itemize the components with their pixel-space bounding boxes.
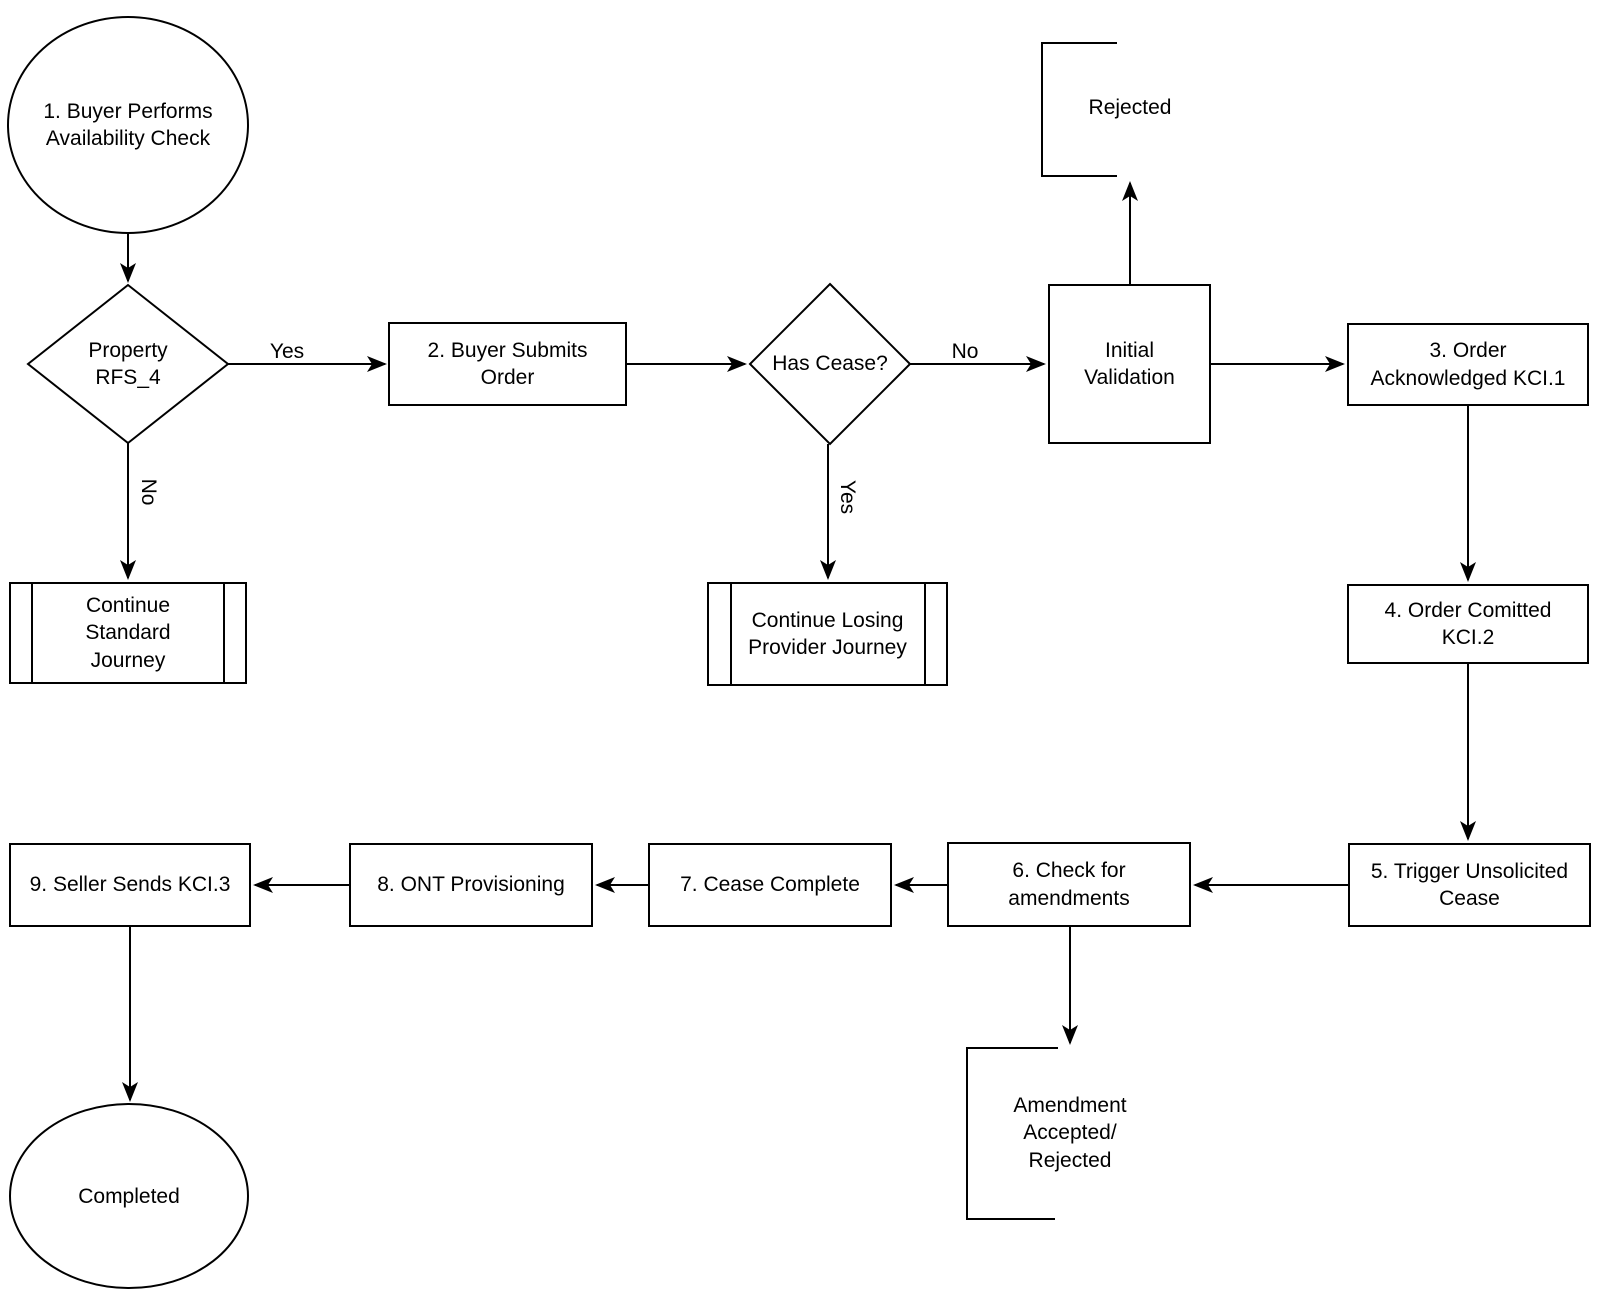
edge-label-has-cease-no: No (951, 340, 979, 364)
node-trigger-unsolicited-cease-label: 5. Trigger Unsolicited Cease (1370, 859, 1569, 910)
node-order-acknowledged-label: 3. Order Acknowledged KCI.1 (1370, 339, 1566, 390)
node-start-shape (7, 16, 249, 234)
node-start-label: 1. Buyer Performs Availability Check (43, 99, 213, 150)
edge-label-property-yes: Yes (269, 340, 305, 364)
edge-label-has-cease-yes: Yes (835, 479, 859, 515)
node-initial-validation-label: Initial Validation (1084, 338, 1175, 389)
node-seller-sends-kci3-label: 9. Seller Sends KCI.3 (29, 873, 231, 897)
node-trigger-unsolicited-cease-shape (1348, 843, 1591, 927)
node-check-for-amendments-label: 6. Check for amendments (1008, 859, 1130, 910)
node-completed-shape (9, 1103, 249, 1289)
node-seller-sends-kci3-shape (9, 843, 251, 927)
edge-label-property-no: No (136, 478, 160, 506)
node-amendment-result-label: Amendment Accepted/ Rejected (1013, 1094, 1127, 1172)
node-check-for-amendments-shape (947, 842, 1191, 927)
node-completed-label: Completed (78, 1184, 180, 1208)
node-initial-validation-shape (1048, 284, 1211, 444)
node-continue-losing-provider-label: Continue Losing Provider Journey (748, 608, 907, 659)
node-continue-standard-journey-label: Continue Standard Journey (85, 594, 171, 672)
node-buyer-submits-order-shape (388, 322, 627, 406)
node-ont-provisioning-label: 8. ONT Provisioning (377, 873, 565, 897)
node-rejected-label: Rejected (1088, 96, 1172, 120)
node-amendment-bracket-shape (966, 1047, 1058, 1220)
node-property-rfs4-shape (26, 283, 230, 445)
node-cease-complete-label: 7. Cease Complete (680, 873, 860, 897)
node-rejected-bracket-shape (1041, 42, 1117, 177)
node-buyer-submits-order-label: 2. Buyer Submits Order (427, 338, 588, 389)
node-has-cease-label: Has Cease? (772, 352, 888, 376)
node-cease-complete-shape (648, 843, 892, 927)
node-continue-losing-provider-shape (707, 582, 948, 686)
node-order-comitted-label: 4. Order Comitted KCI.2 (1384, 598, 1552, 649)
node-ont-provisioning-shape (349, 843, 593, 927)
node-continue-standard-journey-shape (9, 582, 247, 684)
node-order-comitted-shape (1347, 584, 1589, 664)
node-order-acknowledged-shape (1347, 323, 1589, 406)
node-property-rfs4-label: Property RFS_4 (88, 338, 168, 389)
node-has-cease-shape (748, 282, 912, 446)
